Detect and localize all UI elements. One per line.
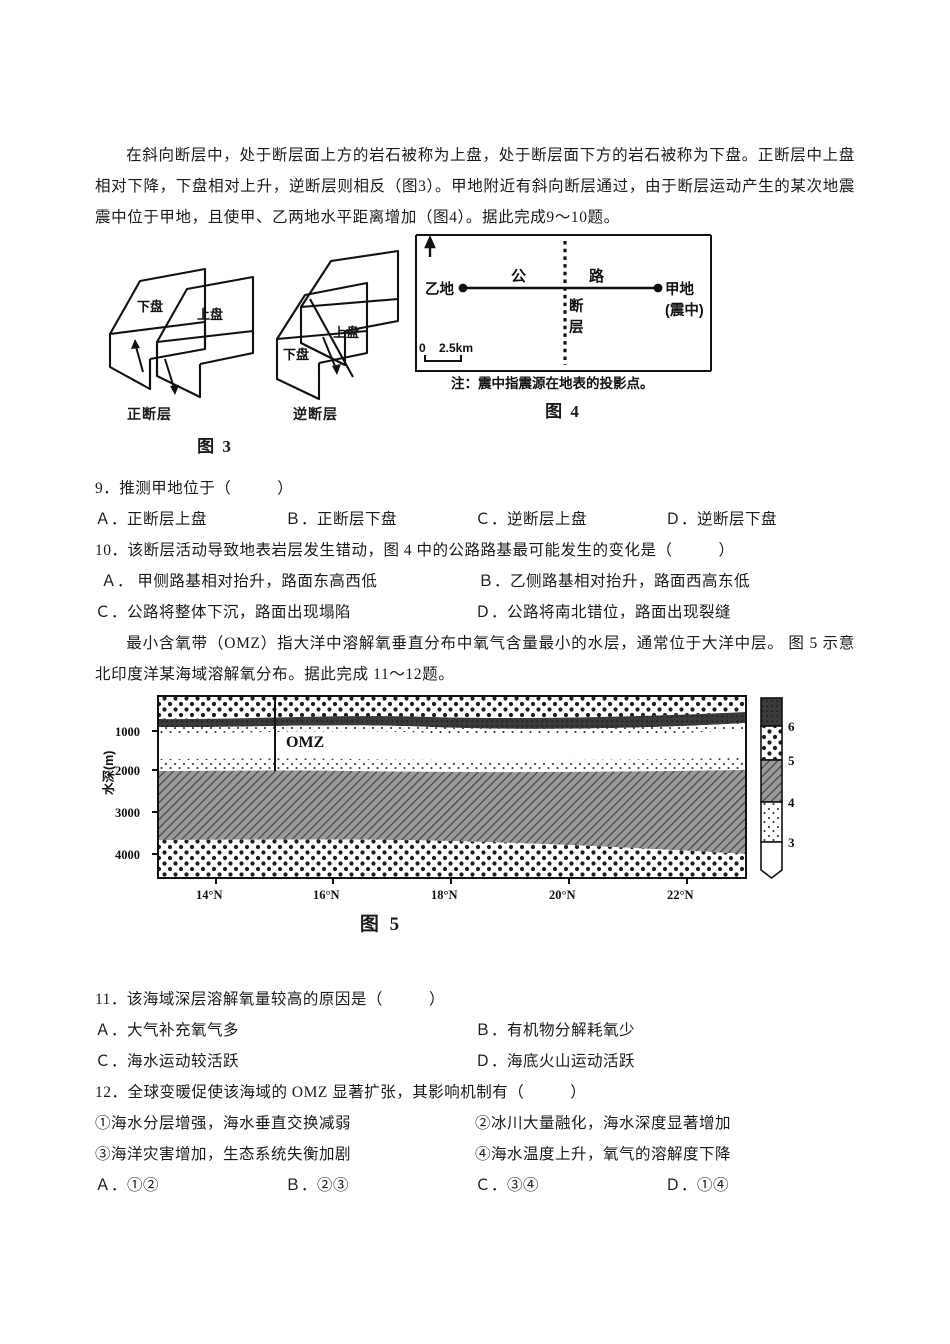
y-tick-2000: 2000: [115, 764, 140, 778]
legend-swatch-6: [760, 697, 783, 727]
figure4-place-a-label: 甲地: [665, 280, 694, 298]
legend-swatch-5: [760, 725, 783, 761]
question-11-options-row2: Ｃ．海水运动较活跃 Ｄ．海底火山运动活跃: [95, 1046, 855, 1077]
question-12-stem: 12．全球变暖促使该海域的 OMZ 显著扩张，其影响机制有（ ）: [95, 1077, 855, 1108]
y-axis-title: 水深(m): [101, 751, 116, 795]
q12-statement-2: ②冰川大量融化，海水深度显著增加: [475, 1115, 732, 1132]
x-tick-20N: 20°N: [549, 888, 576, 902]
y-tick-3000: 3000: [115, 806, 140, 820]
q10-option-d[interactable]: Ｄ．公路将南北错位，路面出现裂缝: [475, 604, 732, 621]
legend-swatch-3: [760, 801, 783, 843]
q12-option-b[interactable]: Ｂ．②③: [285, 1177, 350, 1194]
q12-stem-close: ）: [570, 1084, 587, 1101]
figure-3: 下盘 上盘: [105, 239, 405, 456]
legend-label-3: 3: [788, 835, 795, 850]
figure4-place-a-sublabel: (震中): [665, 301, 704, 319]
figure4-fault-label-char2: 层: [569, 319, 584, 336]
figure5-caption: 图 5: [359, 914, 403, 935]
q12-option-a[interactable]: Ａ．①②: [95, 1177, 160, 1194]
q10-option-c[interactable]: Ｃ．公路将整体下沉，路面出现塌陷: [95, 604, 352, 621]
passage-omz-text: 最小含氧带（OMZ）指大洋中溶解氧垂直分布中氧气含量最小的水层，通常位于大洋中层…: [95, 635, 855, 683]
q10-stem-text: 10．该断层活动导致地表岩层发生错动，图 4 中的公路路基最可能发生的变化是（: [95, 542, 673, 559]
q11-stem-text: 11．该海域深层溶解氧量较高的原因是（: [95, 991, 383, 1008]
passage-fault-intro: 在斜向断层中，处于断层面上方的岩石被称为上盘，处于断层面下方的岩石被称为下盘。正…: [95, 140, 855, 233]
x-tick-18N: 18°N: [431, 888, 458, 902]
q11-option-a[interactable]: Ａ．大气补充氧气多: [95, 1022, 240, 1039]
figure4-caption: 图 4: [545, 402, 581, 421]
q12-stem-text: 12．全球变暖促使该海域的 OMZ 显著扩张，其影响机制有（: [95, 1084, 525, 1101]
y-tick-4000: 4000: [115, 848, 140, 862]
question-11-stem: 11．该海域深层溶解氧量较高的原因是（ ）: [95, 984, 855, 1015]
q11-stem-close: ）: [428, 991, 445, 1008]
q12-statement-3: ③海洋灾害增加，生态系统失衡加剧: [95, 1146, 352, 1163]
question-12-options: Ａ．①② Ｂ．②③ Ｃ．③④ Ｄ．①④: [95, 1170, 855, 1201]
figure4-road-label-2: 路: [589, 267, 605, 285]
q11-option-b[interactable]: Ｂ．有机物分解耗氧少: [475, 1022, 636, 1039]
q9-stem-text: 9．推测甲地位于（: [95, 480, 232, 497]
figure-4: 乙地 甲地 (震中) 公 路 断 层 0 2.5km 注：震中指震源在地表的投影…: [413, 233, 713, 438]
page-content: 在斜向断层中，处于断层面上方的岩石被称为上盘，处于断层面下方的岩石被称为下盘。正…: [95, 0, 855, 1201]
y-tick-1000: 1000: [115, 725, 140, 739]
figure3-left-lower-label: 下盘: [137, 299, 163, 314]
figure3-right-lower-label: 下盘: [283, 347, 309, 362]
legend-label-6: 6: [788, 719, 795, 734]
q9-option-d[interactable]: Ｄ．逆断层下盘: [665, 511, 778, 528]
q12-statement-1: ①海水分层增强，海水垂直交换减弱: [95, 1115, 352, 1132]
question-10-stem: 10．该断层活动导致地表岩层发生错动，图 4 中的公路路基最可能发生的变化是（ ）: [95, 535, 855, 566]
q10-option-a[interactable]: Ａ． 甲侧路基相对抬升，路面东高西低: [101, 573, 378, 590]
question-10-options-row2: Ｃ．公路将整体下沉，路面出现塌陷 Ｄ．公路将南北错位，路面出现裂缝: [95, 597, 855, 628]
figure3-left-name: 正断层: [127, 408, 172, 423]
figure-5: OMZ 1000 2000 3000 4000: [101, 690, 801, 936]
figure4-fault-label-char1: 断: [569, 297, 584, 315]
legend-tail: [760, 841, 783, 880]
figure4-road-label-1: 公: [511, 268, 526, 285]
q9-stem-close: ）: [277, 480, 294, 497]
passage-fault-text: 在斜向断层中，处于断层面上方的岩石被称为上盘，处于断层面下方的岩石被称为下盘。正…: [95, 147, 855, 226]
omz-chart-svg: OMZ 1000 2000 3000 4000: [101, 695, 795, 902]
question-9-options: Ａ．正断层上盘 Ｂ．正断层下盘 Ｃ．逆断层上盘 Ｄ．逆断层下盘: [95, 504, 855, 535]
question-12-statements-row2: ③海洋灾害增加，生态系统失衡加剧 ④海水温度上升，氧气的溶解度下降: [95, 1139, 855, 1170]
figure3-left-upper-label: 上盘: [197, 307, 223, 322]
figure-row-3-4: 下盘 上盘: [95, 233, 855, 456]
q12-option-c[interactable]: Ｃ．③④: [475, 1177, 540, 1194]
x-tick-16N: 16°N: [313, 888, 340, 902]
question-9-stem: 9．推测甲地位于（ ）: [95, 473, 855, 504]
q10-stem-close: ）: [718, 542, 735, 559]
figure3-right-name: 逆断层: [293, 408, 338, 423]
q9-option-c[interactable]: Ｃ．逆断层上盘: [475, 511, 588, 528]
q12-statement-4: ④海水温度上升，氧气的溶解度下降: [475, 1146, 732, 1163]
q9-option-b[interactable]: Ｂ．正断层下盘: [285, 511, 398, 528]
figure4-note: 注：震中指震源在地表的投影点。: [451, 375, 654, 391]
question-12-statements-row1: ①海水分层增强，海水垂直交换减弱 ②冰川大量融化，海水深度显著增加: [95, 1108, 855, 1139]
q10-option-b[interactable]: Ｂ．乙侧路基相对抬升，路面西高东低: [478, 573, 751, 590]
q12-option-d[interactable]: Ｄ．①④: [665, 1177, 730, 1194]
q11-option-d[interactable]: Ｄ．海底火山运动活跃: [475, 1053, 636, 1070]
question-11-options-row1: Ａ．大气补充氧气多 Ｂ．有机物分解耗氧少: [95, 1015, 855, 1046]
figure4-place-b-label: 乙地: [425, 280, 454, 298]
passage-omz-intro: 最小含氧带（OMZ）指大洋中溶解氧垂直分布中氧气含量最小的水层，通常位于大洋中层…: [95, 628, 855, 690]
q9-option-a[interactable]: Ａ．正断层上盘: [95, 511, 208, 528]
figure3-caption: 图 3: [197, 437, 233, 456]
omz-annotation: OMZ: [286, 734, 324, 751]
q11-option-c[interactable]: Ｃ．海水运动较活跃: [95, 1053, 240, 1070]
x-tick-14N: 14°N: [196, 888, 223, 902]
figure3-right-upper-label: 上盘: [333, 325, 359, 340]
legend-swatch-4: [760, 759, 783, 803]
figure4-scale-value: 2.5km: [439, 341, 473, 355]
legend-label-4: 4: [788, 795, 795, 810]
question-10-options-row1: Ａ． 甲侧路基相对抬升，路面东高西低 Ｂ．乙侧路基相对抬升，路面西高东低: [95, 566, 855, 597]
x-tick-22N: 22°N: [667, 888, 694, 902]
legend-label-5: 5: [788, 753, 795, 768]
figure4-scale-zero: 0: [419, 341, 426, 355]
chart-legend: 6 5 4 3: [760, 697, 795, 880]
